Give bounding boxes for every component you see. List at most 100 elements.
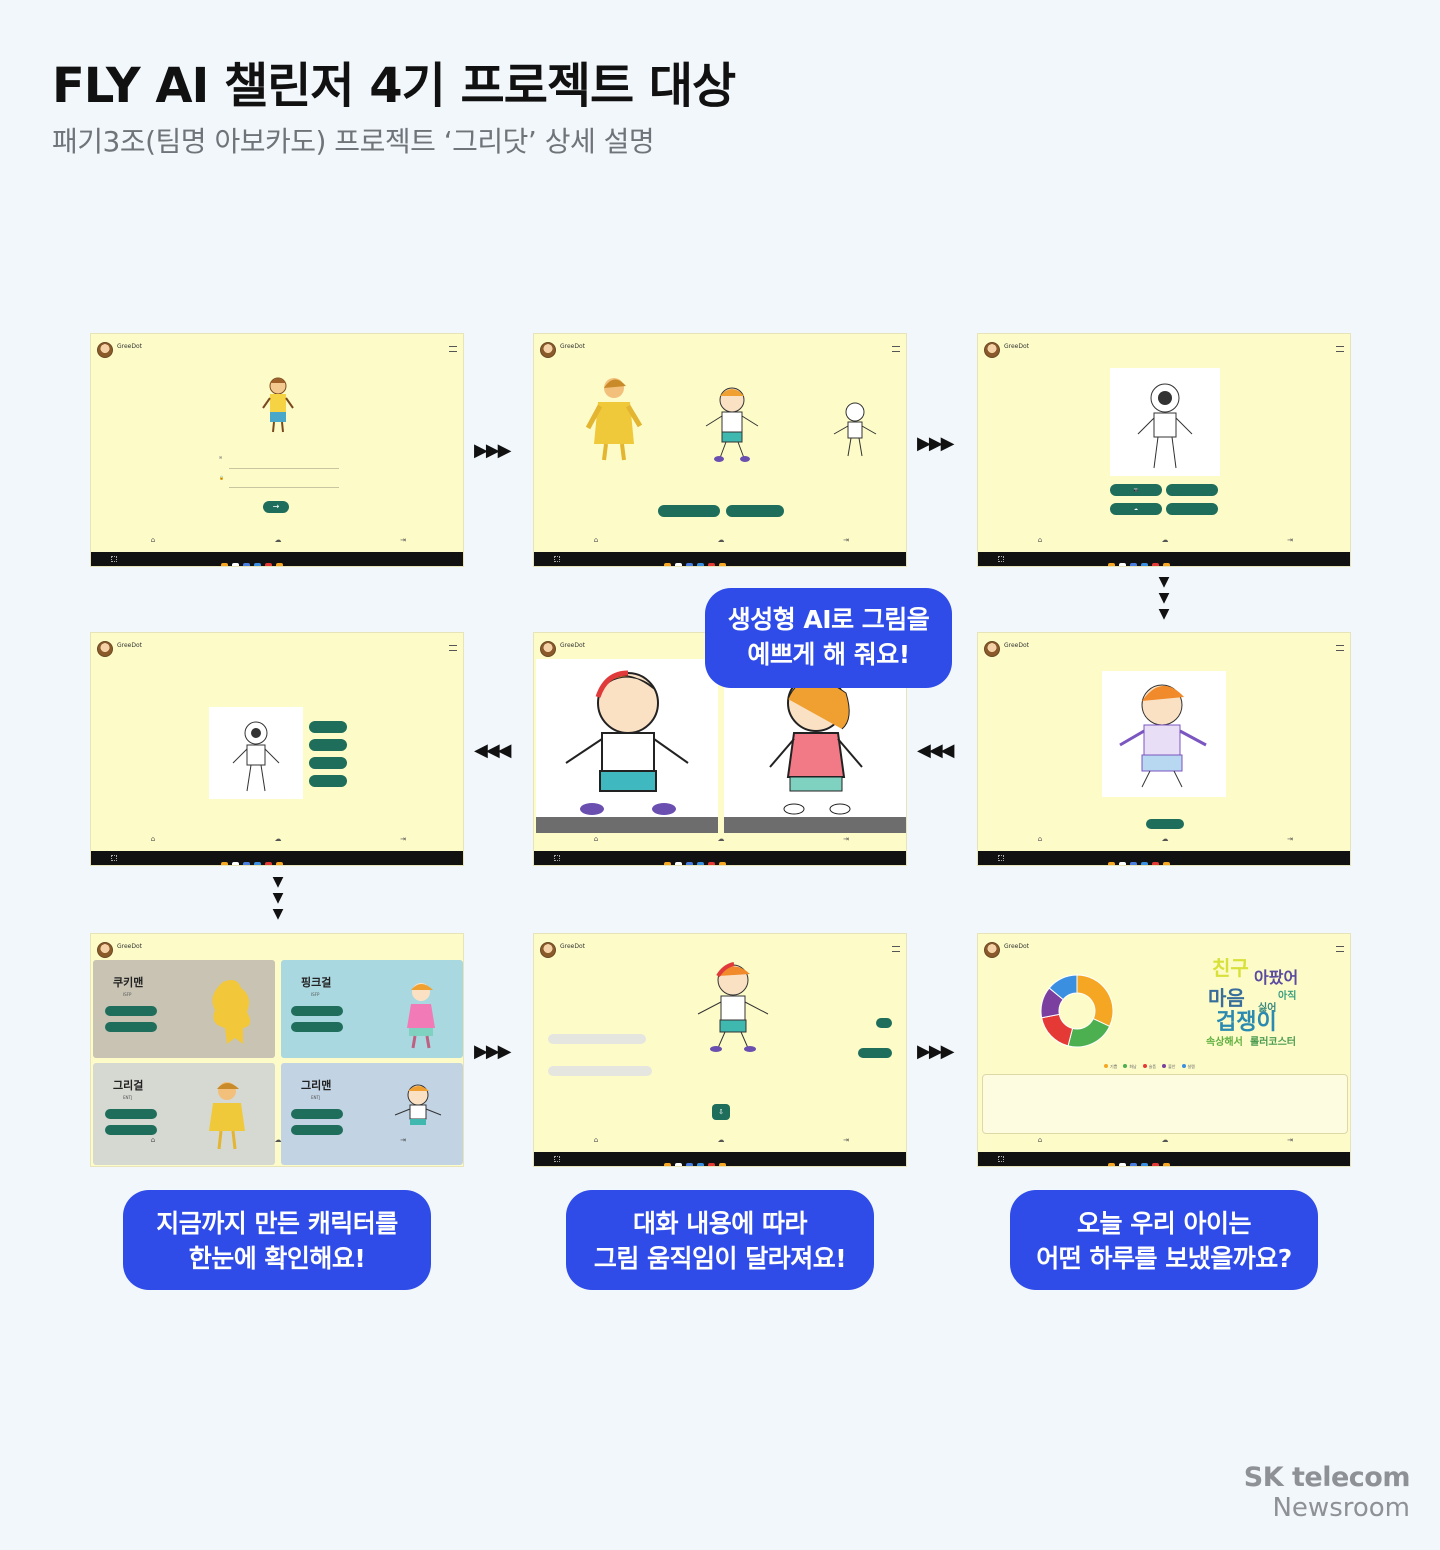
gallery-button[interactable] — [1166, 484, 1218, 496]
logout-icon: ⇥ — [1287, 835, 1293, 843]
app-name: GreeDot — [560, 943, 586, 950]
home-icon: ⌂ — [1037, 536, 1043, 544]
draw-character-button[interactable] — [726, 505, 784, 517]
tab-home[interactable]: ⌂ — [138, 536, 168, 544]
tab-generate[interactable]: ☁ — [1150, 835, 1180, 843]
save-drawing-button[interactable] — [1146, 819, 1184, 829]
tab-home[interactable]: ⌂ — [1025, 1136, 1055, 1144]
word: 친구 — [1212, 956, 1249, 980]
screen-chat: GreeDot ⇩ ⌂ ☁ ⇥ — [533, 933, 907, 1167]
arrow-down-3: ▼ — [1158, 606, 1170, 622]
tab-home[interactable]: ⌂ — [138, 835, 168, 843]
character-card[interactable]: 쿠키맨 ISFP — [93, 960, 275, 1058]
avatar — [97, 641, 113, 657]
drawing-preview — [1110, 368, 1220, 476]
report-button[interactable] — [291, 1125, 343, 1135]
tab-logout[interactable]: ⇥ — [1275, 835, 1305, 843]
menu-icon[interactable] — [892, 946, 900, 952]
app-name: GreeDot — [117, 943, 143, 950]
tab-home[interactable]: ⌂ — [581, 1136, 611, 1144]
tab-generate[interactable]: ☁ — [1150, 1136, 1180, 1144]
tab-home[interactable]: ⌂ — [1025, 835, 1055, 843]
girl-yellow-drawing — [586, 378, 642, 461]
tab-logout[interactable]: ⇥ — [388, 1136, 418, 1144]
character-name: 쿠키맨 — [113, 976, 144, 989]
character-card[interactable]: 그리맨 ENTJ — [281, 1063, 463, 1165]
style-option-1[interactable] — [309, 721, 347, 733]
tab-logout[interactable]: ⇥ — [831, 835, 861, 843]
tab-generate[interactable]: ☁ — [706, 1136, 736, 1144]
menu-icon[interactable] — [1336, 645, 1344, 651]
style-option-4[interactable] — [309, 775, 347, 787]
logout-icon: ⇥ — [400, 835, 406, 843]
select-button-left[interactable] — [536, 817, 718, 833]
tab-logout[interactable]: ⇥ — [831, 1136, 861, 1144]
tab-home[interactable]: ⌂ — [138, 1136, 168, 1144]
avatar — [97, 342, 113, 358]
bubble-generate-line-1: 생성형 AI로 그림을 — [727, 605, 930, 634]
menu-icon[interactable] — [449, 645, 457, 651]
login-button[interactable]: → — [263, 501, 289, 513]
report-button[interactable] — [291, 1022, 343, 1032]
brand-logo: SK telecom Newsroom — [1244, 1462, 1411, 1523]
cloud-icon: ☁ — [274, 835, 282, 843]
word: 속상해서 — [1206, 1037, 1243, 1048]
tab-logout[interactable]: ⇥ — [388, 536, 418, 544]
menu-icon[interactable] — [1336, 946, 1344, 952]
upload-button[interactable]: ☁ — [1110, 503, 1162, 515]
ai-friend-button[interactable] — [658, 505, 720, 517]
chat-button[interactable] — [105, 1109, 157, 1119]
character-name: 그리걸 — [113, 1079, 144, 1092]
chat-button[interactable] — [291, 1109, 343, 1119]
talking-character — [697, 962, 769, 1052]
home-icon: ⌂ — [593, 536, 599, 544]
tab-logout[interactable]: ⇥ — [1275, 536, 1305, 544]
logout-icon: ⇥ — [843, 1136, 849, 1144]
screen-character-list: GreeDot 쿠키맨 ISFP 핑크걸 ISFP 그리걸 ENTJ 그리맨 E… — [90, 933, 464, 1167]
word: 아팠어 — [1254, 968, 1299, 987]
tab-generate[interactable]: ☁ — [706, 536, 736, 544]
flow-arrow-down: ▼ ▼ ▼ — [1154, 574, 1174, 622]
cloud-icon: ☁ — [1161, 1136, 1169, 1144]
character-card[interactable]: 핑크걸 ISFP — [281, 960, 463, 1058]
word: 마음 — [1208, 986, 1245, 1010]
select-button-right[interactable] — [724, 817, 906, 833]
daily-summary-box — [982, 1074, 1348, 1134]
word-cloud: 친구 아팠어 마음 아직 싫어 겁쟁이 속상해서 롤러코스터 — [1206, 958, 1310, 1054]
tab-generate[interactable]: ☁ — [263, 536, 293, 544]
report-button[interactable] — [105, 1022, 157, 1032]
home-icon: ⌂ — [150, 536, 156, 544]
character-card[interactable]: 그리걸 ENTJ — [93, 1063, 275, 1165]
tab-logout[interactable]: ⇥ — [1275, 1136, 1305, 1144]
tab-home[interactable]: ⌂ — [1025, 536, 1055, 544]
cloud-icon: ☁ — [274, 536, 282, 544]
mic-button[interactable]: ⇩ — [712, 1104, 730, 1120]
ai-generate-button[interactable] — [1166, 503, 1218, 515]
style-option-3[interactable] — [309, 757, 347, 769]
style-option-2[interactable] — [309, 739, 347, 751]
tab-logout[interactable]: ⇥ — [831, 536, 861, 544]
donut-slice-1 — [1067, 1017, 1111, 1048]
screen-home: GreeDot ⌂ ☁ ⇥ — [533, 333, 907, 567]
chat-message-user — [876, 1018, 892, 1028]
report-button[interactable] — [105, 1125, 157, 1135]
tab-home[interactable]: ⌂ — [581, 835, 611, 843]
avatar — [984, 342, 1000, 358]
chat-button[interactable] — [105, 1006, 157, 1016]
tab-generate[interactable]: ☁ — [706, 835, 736, 843]
legend-swatch — [1104, 1064, 1108, 1068]
screen-report: GreeDot 친구 아팠어 마음 아직 싫어 겁쟁이 속상해서 롤러코스터 기… — [977, 933, 1351, 1167]
tab-home[interactable]: ⌂ — [581, 536, 611, 544]
boy-color-drawing — [705, 387, 759, 462]
tab-generate[interactable]: ☁ — [1150, 536, 1180, 544]
tab-generate[interactable]: ☁ — [263, 835, 293, 843]
menu-icon[interactable] — [1336, 346, 1344, 352]
legend-swatch — [1123, 1064, 1128, 1068]
chat-button[interactable] — [291, 1006, 343, 1016]
avatar — [540, 942, 556, 958]
menu-icon[interactable] — [892, 346, 900, 352]
tab-logout[interactable]: ⇥ — [388, 835, 418, 843]
tab-generate[interactable]: ☁ — [263, 1136, 293, 1144]
camera-button[interactable]: 📷 — [1110, 484, 1162, 496]
menu-icon[interactable] — [449, 346, 457, 352]
